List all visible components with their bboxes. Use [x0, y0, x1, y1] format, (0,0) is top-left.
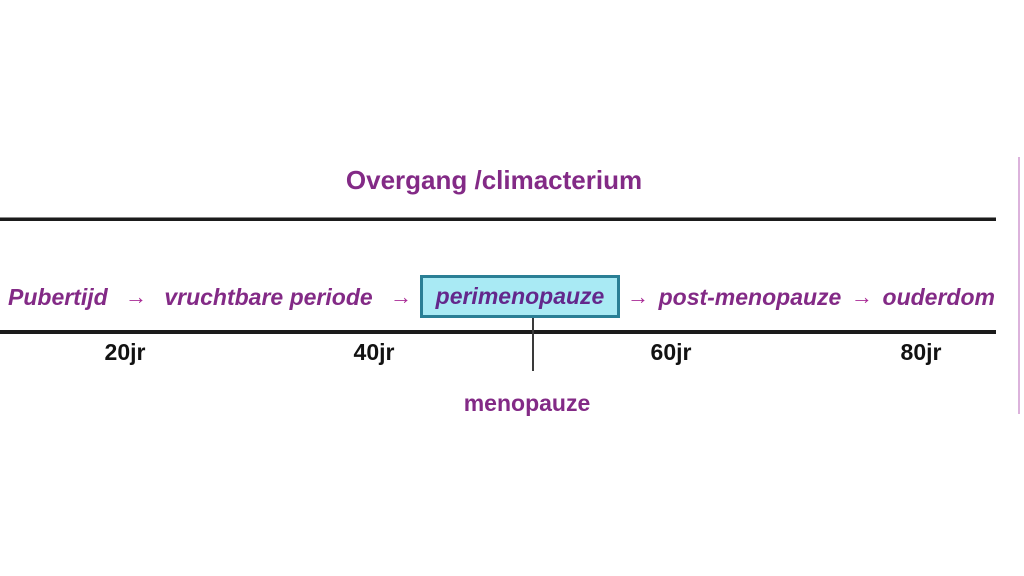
right-arrow-icon: →: [125, 284, 147, 309]
axis-tick-60jr: 60jr: [650, 339, 692, 365]
right-arrow-icon: →: [390, 284, 412, 309]
stage-vruchtbare-periode: vruchtbare periode: [164, 283, 373, 310]
axis-tick-20jr: 20jr: [104, 339, 146, 365]
stage-ouderdom: ouderdom: [882, 283, 995, 310]
slide-edge-decoration-line: [1018, 157, 1020, 414]
axis-tick-40jr: 40jr: [353, 339, 395, 365]
right-arrow-icon: →: [850, 284, 873, 309]
right-arrow-icon: →: [627, 284, 649, 309]
diagram-title: Overgang /climacterium: [345, 165, 643, 195]
title-underline: [0, 217, 996, 221]
timeline-stages-right: → post-menopauze → ouderdom: [627, 276, 995, 318]
stage-post-menopauze: post-menopauze: [658, 283, 842, 310]
timeline-axis: [0, 330, 996, 334]
menopauze-annotation: menopauze: [463, 390, 591, 416]
stage-perimenopauze: perimenopauze: [435, 283, 605, 309]
timeline-stages-left: Pubertijd → vruchtbare periode →: [8, 276, 412, 318]
menopauze-connector-line: [532, 318, 534, 371]
axis-tick-80jr: 80jr: [900, 339, 942, 365]
stage-pubertijd: Pubertijd: [8, 283, 108, 310]
stage-box-perimenopauze: perimenopauze: [420, 275, 620, 318]
